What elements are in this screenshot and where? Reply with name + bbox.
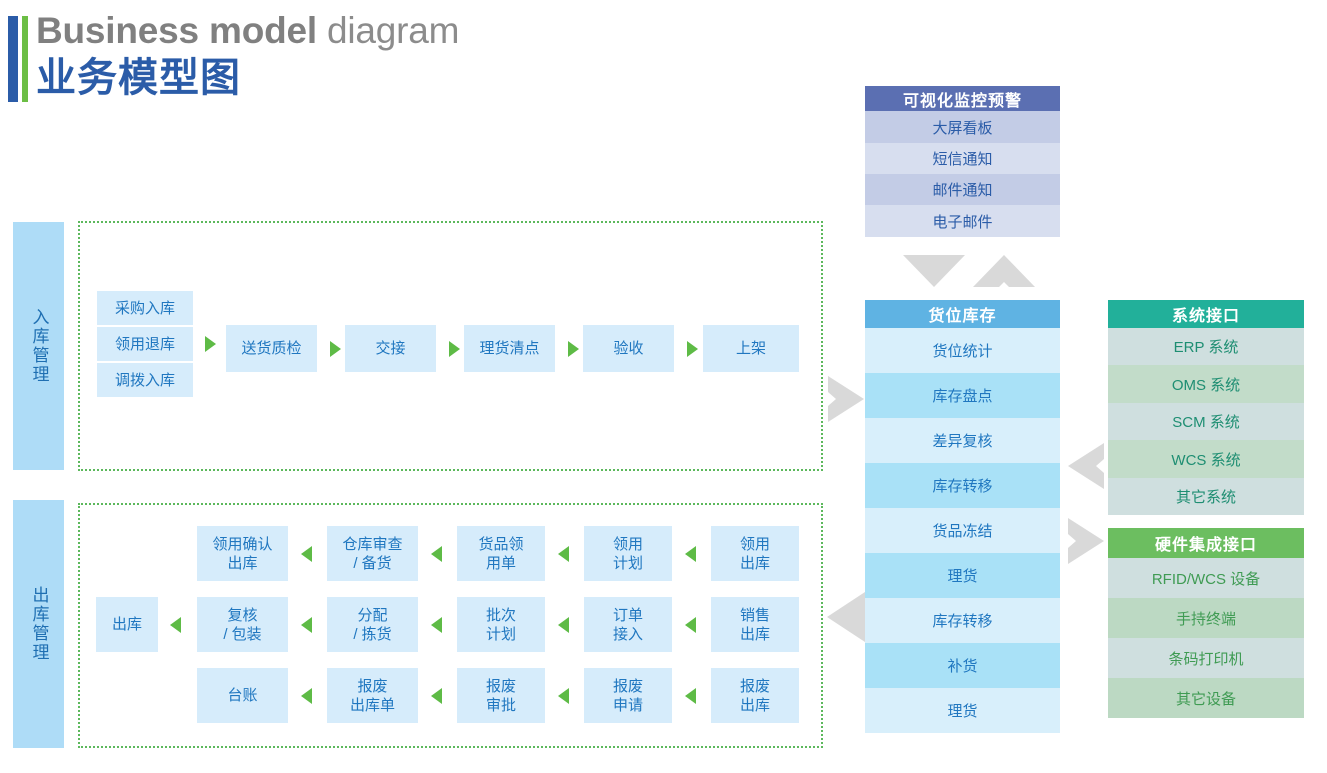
inventory-panel-header: 货位库存 [865, 300, 1060, 328]
accent-bar-green [22, 16, 28, 102]
arrow-outbound-r1-4 [685, 546, 696, 562]
hardware-panel-header: 硬件集成接口 [1108, 528, 1304, 558]
connector-arrow-down-monitoring [903, 255, 965, 287]
inventory-row-4[interactable]: 库存转移 [865, 463, 1060, 508]
inventory-row-1[interactable]: 货位统计 [865, 328, 1060, 373]
arrow-outbound-r2-3 [558, 617, 569, 633]
inbound-step-2[interactable]: 交接 [345, 325, 436, 372]
monitoring-row-2[interactable]: 短信通知 [865, 143, 1060, 174]
hardware-row-4[interactable]: 其它设备 [1108, 678, 1304, 718]
inbound-source-2[interactable]: 领用退库 [97, 327, 193, 361]
title-accent-bars [8, 16, 28, 102]
outbound-r2-c4[interactable]: 订单 接入 [584, 597, 672, 652]
system-row-1[interactable]: ERP 系统 [1108, 328, 1304, 365]
outbound-r2-c5[interactable]: 销售 出库 [711, 597, 799, 652]
outbound-r1-c3[interactable]: 货品领 用单 [457, 526, 545, 581]
inbound-step-1[interactable]: 送货质检 [226, 325, 317, 372]
monitoring-panel-header: 可视化监控预警 [865, 86, 1060, 111]
outbound-r1-c4[interactable]: 领用 计划 [584, 526, 672, 581]
arrow-inbound-3 [449, 341, 460, 357]
system-panel-header: 系统接口 [1108, 300, 1304, 328]
inventory-row-6[interactable]: 理货 [865, 553, 1060, 598]
inbound-step-4[interactable]: 验收 [583, 325, 674, 372]
hardware-row-1[interactable]: RFID/WCS 设备 [1108, 558, 1304, 598]
arrow-outbound-r2-4 [685, 617, 696, 633]
inbound-step-5[interactable]: 上架 [703, 325, 799, 372]
inventory-panel: 货位库存 货位统计 库存盘点 差异复核 库存转移 货品冻结 理货 库存转移 补货… [865, 300, 1060, 733]
arrow-outbound-r1-1 [301, 546, 312, 562]
outbound-r2-head[interactable]: 出库 [96, 597, 158, 652]
arrow-outbound-r2-0 [170, 617, 181, 633]
system-interface-panel: 系统接口 ERP 系统 OMS 系统 SCM 系统 WCS 系统 其它系统 [1108, 300, 1304, 515]
arrow-outbound-r2-2 [431, 617, 442, 633]
title-english: Business model diagram [36, 8, 460, 54]
outbound-r3-c1[interactable]: 台账 [197, 668, 288, 723]
connector-arrow-inventory-to-hardware [1068, 518, 1104, 564]
hardware-row-3[interactable]: 条码打印机 [1108, 638, 1304, 678]
arrow-inbound-4 [568, 341, 579, 357]
inventory-row-9[interactable]: 理货 [865, 688, 1060, 733]
outbound-r3-c5[interactable]: 报废 出库 [711, 668, 799, 723]
outbound-r1-c1[interactable]: 领用确认 出库 [197, 526, 288, 581]
arrow-outbound-r3-4 [685, 688, 696, 704]
arrow-outbound-r2-1 [301, 617, 312, 633]
monitoring-row-1[interactable]: 大屏看板 [865, 111, 1060, 143]
arrow-inbound-1 [205, 336, 216, 352]
title-english-bold: Business model [36, 10, 317, 51]
accent-bar-blue [8, 16, 18, 102]
inventory-row-3[interactable]: 差异复核 [865, 418, 1060, 463]
outbound-r2-c2[interactable]: 分配 / 拣货 [327, 597, 418, 652]
inbound-source-1[interactable]: 采购入库 [97, 291, 193, 325]
hardware-interface-panel: 硬件集成接口 RFID/WCS 设备 手持终端 条码打印机 其它设备 [1108, 528, 1304, 718]
inbound-step-3[interactable]: 理货清点 [464, 325, 555, 372]
outbound-r3-c4[interactable]: 报废 申请 [584, 668, 672, 723]
inventory-row-8[interactable]: 补货 [865, 643, 1060, 688]
inventory-row-5[interactable]: 货品冻结 [865, 508, 1060, 553]
system-row-3[interactable]: SCM 系统 [1108, 403, 1304, 440]
monitoring-row-3[interactable]: 邮件通知 [865, 174, 1060, 205]
arrow-outbound-r3-1 [301, 688, 312, 704]
connector-arrow-inbound-to-inventory [828, 376, 864, 422]
outbound-r2-c1[interactable]: 复核 / 包装 [197, 597, 288, 652]
system-row-4[interactable]: WCS 系统 [1108, 440, 1304, 478]
inventory-row-2[interactable]: 库存盘点 [865, 373, 1060, 418]
title-english-light: diagram [316, 10, 460, 51]
system-row-5[interactable]: 其它系统 [1108, 478, 1304, 515]
connector-arrow-inventory-to-outbound [827, 592, 865, 642]
arrow-outbound-r3-2 [431, 688, 442, 704]
inbound-zone [78, 221, 823, 471]
outbound-r3-c3[interactable]: 报废 审批 [457, 668, 545, 723]
outbound-zone [78, 503, 823, 748]
outbound-r1-c5[interactable]: 领用 出库 [711, 526, 799, 581]
arrow-outbound-r1-3 [558, 546, 569, 562]
inventory-row-7[interactable]: 库存转移 [865, 598, 1060, 643]
section-label-inbound: 入库管理 [13, 222, 64, 470]
arrow-outbound-r3-3 [558, 688, 569, 704]
outbound-r3-c2[interactable]: 报废 出库单 [327, 668, 418, 723]
arrow-inbound-5 [687, 341, 698, 357]
section-label-outbound: 出库管理 [13, 500, 64, 748]
outbound-r1-c2[interactable]: 仓库审查 / 备货 [327, 526, 418, 581]
monitoring-panel: 可视化监控预警 大屏看板 短信通知 邮件通知 电子邮件 [865, 86, 1060, 237]
monitoring-row-4[interactable]: 电子邮件 [865, 205, 1060, 237]
outbound-r2-c3[interactable]: 批次 计划 [457, 597, 545, 652]
title-chinese: 业务模型图 [36, 56, 241, 100]
inbound-source-3[interactable]: 调拨入库 [97, 363, 193, 397]
arrow-inbound-2 [330, 341, 341, 357]
hardware-row-2[interactable]: 手持终端 [1108, 598, 1304, 638]
connector-arrow-system-to-inventory [1068, 443, 1104, 489]
arrow-outbound-r1-2 [431, 546, 442, 562]
connector-arrow-up-monitoring [973, 255, 1035, 287]
system-row-2[interactable]: OMS 系统 [1108, 365, 1304, 403]
